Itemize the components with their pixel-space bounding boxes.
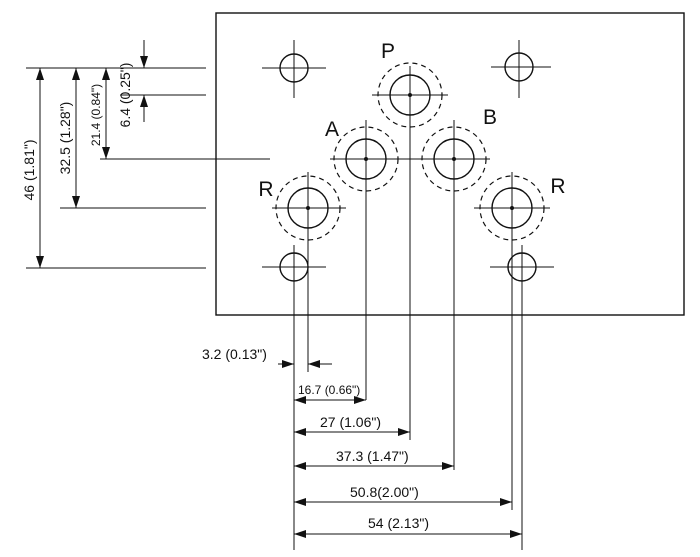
port-a <box>330 120 402 400</box>
dim-37-3: 37.3 (1.47") <box>336 448 409 464</box>
port-b <box>418 120 490 470</box>
label-port-r-right: R <box>550 175 565 198</box>
dim-54: 54 (2.13") <box>368 515 429 531</box>
label-port-p: P <box>381 40 395 63</box>
dim-27: 27 (1.06") <box>320 414 381 430</box>
subplate-outline <box>215 12 685 316</box>
bolt-hole-top-right <box>491 40 551 98</box>
dim-46: 46 (1.81") <box>21 139 37 200</box>
label-port-r-left: R <box>258 178 273 201</box>
horizontal-dimension-lines <box>278 320 522 550</box>
port-r-right <box>474 172 550 510</box>
label-port-a: A <box>325 118 339 141</box>
dim-21-4: 21.4 (0.84") <box>89 84 103 146</box>
dim-6-4: 6.4 (0.25") <box>117 63 133 128</box>
port-r-left <box>272 172 346 372</box>
dim-50-8: 50.8(2.00") <box>350 484 419 500</box>
dim-3-2: 3.2 (0.13") <box>202 346 267 362</box>
bolt-hole-bottom-right <box>490 245 554 550</box>
dim-32-5: 32.5 (1.28") <box>57 102 73 175</box>
port-p <box>372 62 448 440</box>
label-port-b: B <box>483 106 497 129</box>
dim-16-7: 16.7 (0.66") <box>298 383 360 397</box>
vertical-dimension-lines <box>26 40 270 269</box>
bolt-hole-top-left <box>262 40 326 98</box>
